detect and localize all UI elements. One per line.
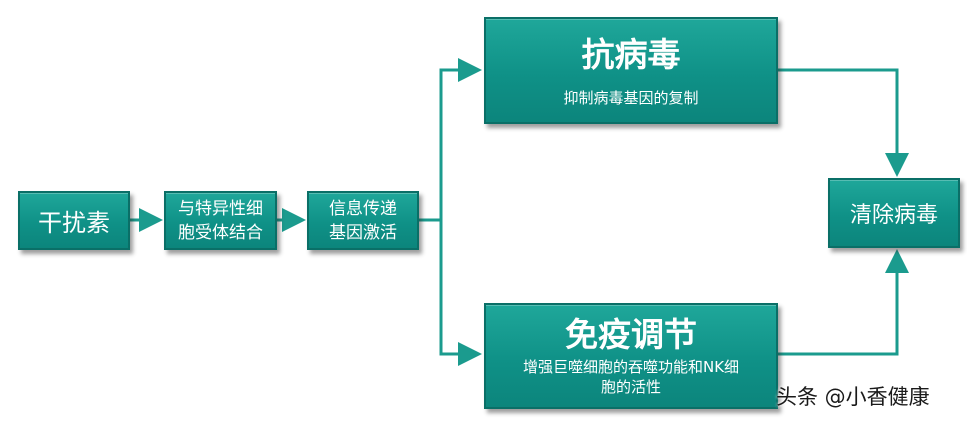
interferon-node: 干扰素 xyxy=(18,191,130,250)
watermark-text: 头条 @小香健康 xyxy=(776,385,930,409)
receptor-label-line1: 与特异性细 xyxy=(178,198,263,219)
receptor-binding-node: 与特异性细 胞受体结合 xyxy=(164,191,277,250)
signal-label-line1: 信息传递 xyxy=(329,198,397,219)
clear-virus-label: 清除病毒 xyxy=(849,203,938,228)
immune-title: 免疫调节 xyxy=(565,315,697,354)
clear-virus-node: 清除病毒 xyxy=(828,178,960,248)
signal-label-line2: 基因激活 xyxy=(329,222,397,243)
signal-transduction-node: 信息传递 基因激活 xyxy=(307,191,419,250)
arrow-antiviral-to-clear xyxy=(778,68,909,177)
antiviral-title: 抗病毒 xyxy=(581,34,681,74)
immune-description-line1: 增强巨噬细胞的吞噬功能和NK细 xyxy=(522,358,740,376)
antiviral-node: 抗病毒 抑制病毒基因的复制 xyxy=(484,17,778,124)
immune-regulation-node: 免疫调节 增强巨噬细胞的吞噬功能和NK细 胞的活性 xyxy=(484,303,778,409)
antiviral-description: 抑制病毒基因的复制 xyxy=(563,88,699,107)
immune-description-line2: 胞的活性 xyxy=(600,378,661,396)
arrow-immune-to-clear xyxy=(778,249,909,356)
arrow-branch-to-antiviral xyxy=(439,58,482,220)
interferon-label: 干扰素 xyxy=(38,209,110,237)
arrow-branch-to-immune xyxy=(439,220,482,366)
receptor-label-line2: 胞受体结合 xyxy=(178,222,263,243)
